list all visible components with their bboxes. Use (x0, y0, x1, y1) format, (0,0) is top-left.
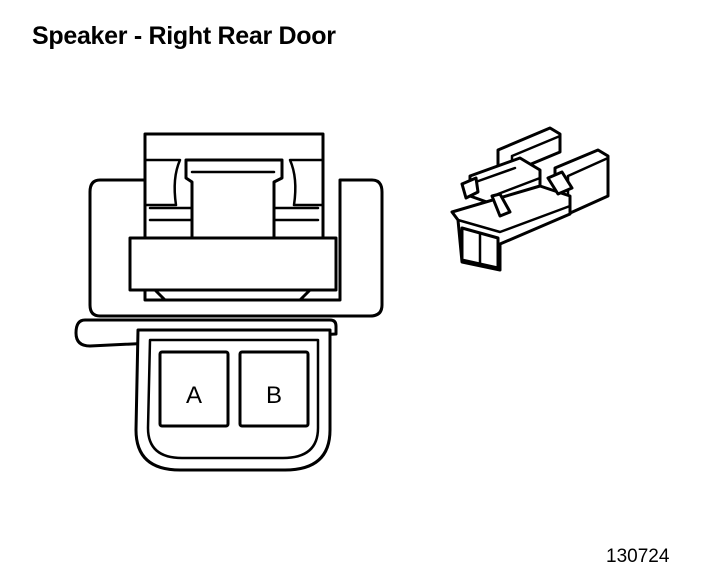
connector-face-view: A B (74, 132, 384, 472)
diagram-title: Speaker - Right Rear Door (32, 22, 336, 50)
iso-tab-left (460, 176, 480, 200)
figure-number: 130724 (606, 546, 670, 567)
latch-frame-inner-left (143, 158, 182, 207)
connector-isometric-view (450, 126, 610, 272)
connector-collar (128, 236, 338, 292)
iso-front-face-edge (456, 204, 572, 234)
mating-housing-inner (146, 338, 320, 460)
iso-tab-right (546, 170, 574, 196)
collar-step (153, 288, 312, 302)
latch-frame-inner-right (288, 158, 325, 207)
iso-tab-mid (490, 192, 512, 218)
cavity-b-label: B (266, 382, 282, 409)
latch-recess-right (272, 206, 320, 222)
cavity-a-label: A (186, 382, 202, 409)
cavity-b (238, 350, 310, 428)
cavity-a (158, 350, 230, 428)
latch-recess-left (148, 206, 194, 222)
connector-outer-shell (88, 178, 384, 318)
